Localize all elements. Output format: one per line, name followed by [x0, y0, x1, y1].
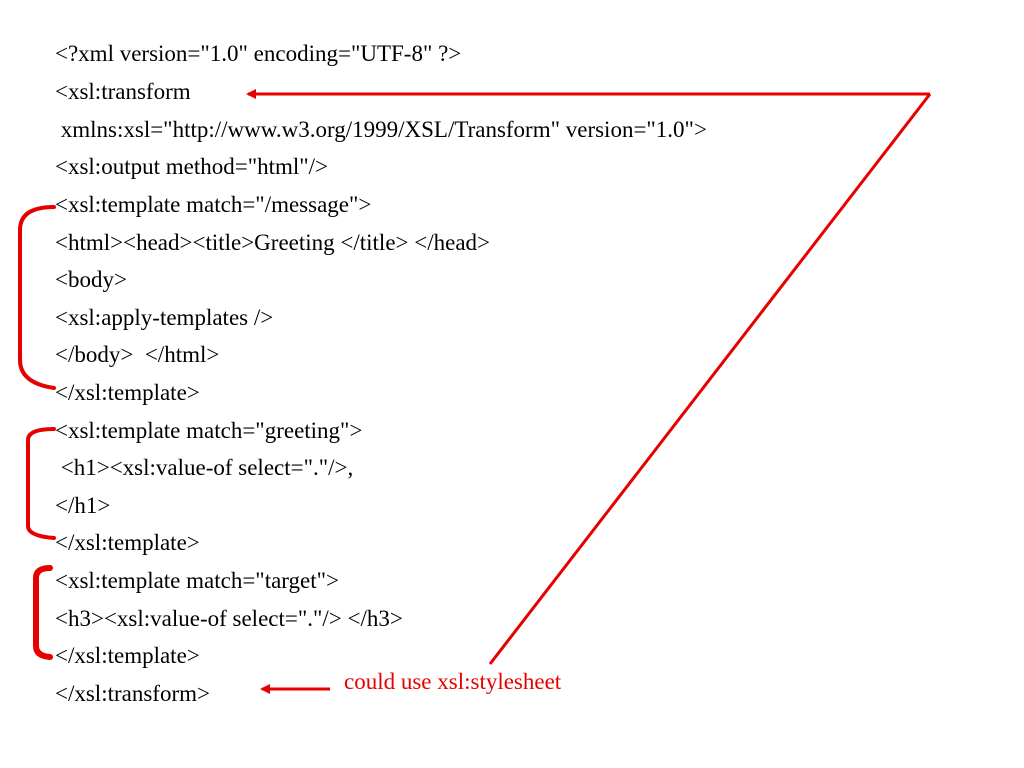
code-line-h1-value-of: <h1><xsl:value-of select="."/>,	[55, 455, 354, 480]
bracket-template-message	[18, 205, 56, 390]
code-line-html-head: <html><head><title>Greeting </title> </h…	[55, 230, 491, 255]
code-line-h1-close: </h1>	[55, 493, 111, 518]
code-line-xml-declaration: <?xml version="1.0" encoding="UTF-8" ?>	[55, 41, 462, 66]
code-line-apply-templates: <xsl:apply-templates />	[55, 305, 274, 330]
bracket-template-greeting	[26, 427, 56, 540]
code-line-h3-value-of: <h3><xsl:value-of select="."/> </h3>	[55, 606, 403, 631]
code-line-body-open: <body>	[55, 267, 127, 292]
code-line-body-html-close: </body> </html>	[55, 342, 220, 367]
code-line-template-greeting: <xsl:template match="greeting">	[55, 418, 363, 443]
code-line-xmlns: xmlns:xsl="http://www.w3.org/1999/XSL/Tr…	[55, 117, 707, 142]
code-line-template-message: <xsl:template match="/message">	[55, 192, 372, 217]
code-line-template-close-3: </xsl:template>	[55, 643, 200, 668]
code-line-template-close-2: </xsl:template>	[55, 530, 200, 555]
diagonal-line	[488, 93, 932, 665]
code-line-transform-open: <xsl:transform	[55, 79, 191, 104]
bracket-template-target	[33, 565, 53, 660]
annotation-note: could use xsl:stylesheet	[344, 669, 562, 694]
code-line-output-method: <xsl:output method="html"/>	[55, 154, 329, 179]
code-line-transform-close: </xsl:transform>	[55, 681, 210, 706]
code-line-template-close-1: </xsl:template>	[55, 380, 200, 405]
code-line-template-target: <xsl:template match="target">	[55, 568, 339, 593]
